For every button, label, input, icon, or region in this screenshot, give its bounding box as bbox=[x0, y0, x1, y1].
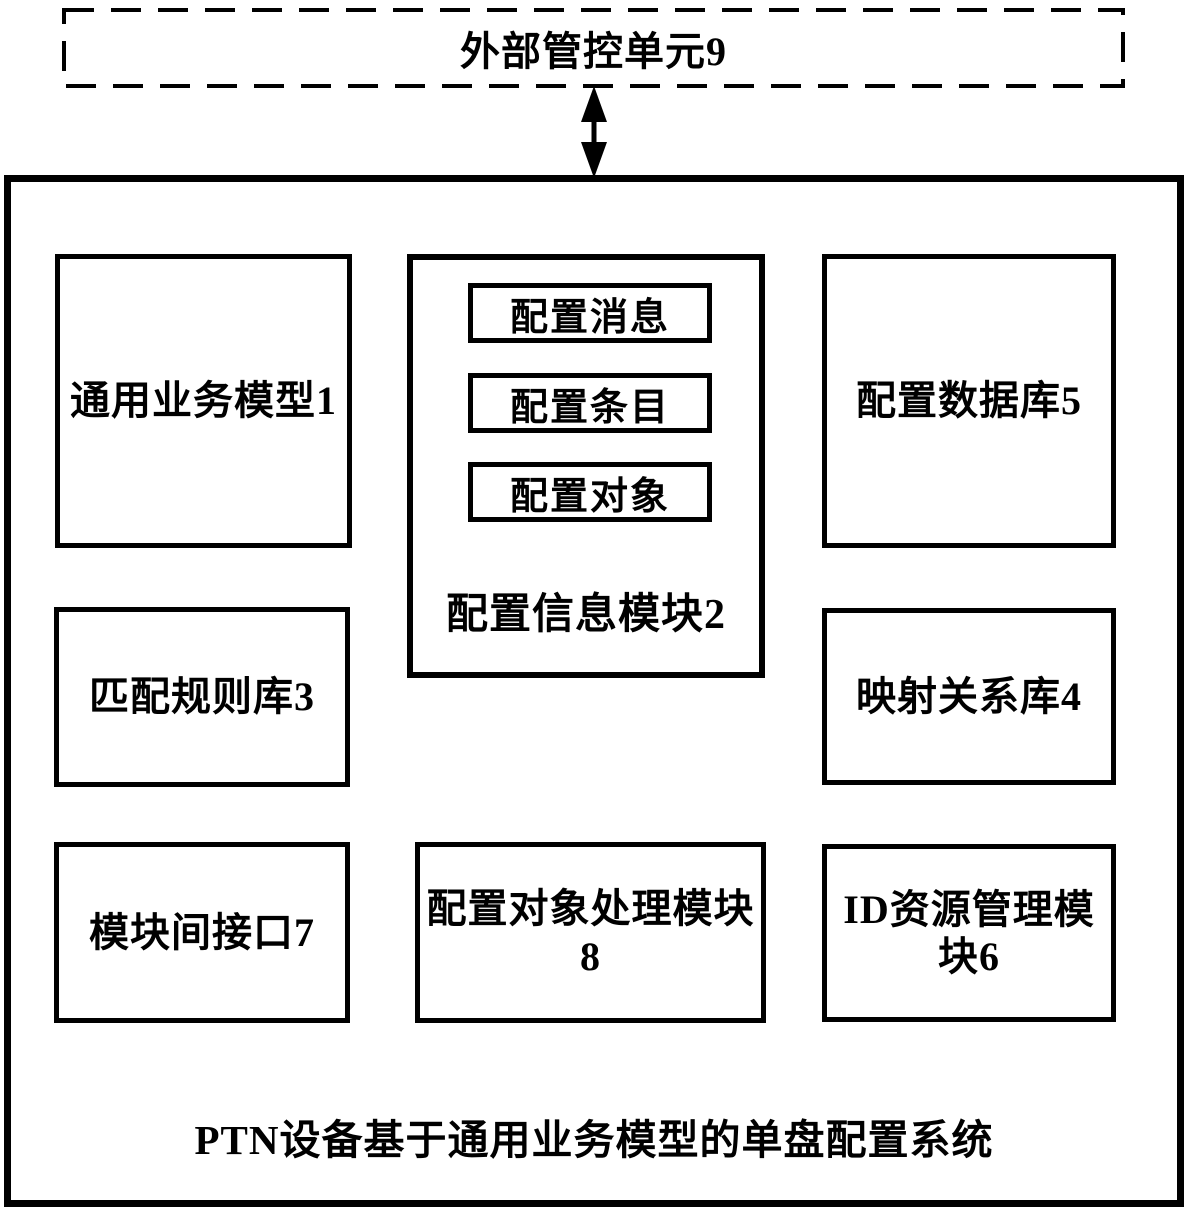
bidirectional-arrow-icon bbox=[581, 86, 607, 178]
config-entry-box: 配置条目 bbox=[468, 373, 712, 433]
external-control-unit-label: 外部管控单元9 bbox=[460, 29, 727, 74]
id-resource-management-module-label: ID资源管理模 块6 bbox=[843, 886, 1095, 979]
config-message-box: 配置消息 bbox=[468, 283, 712, 343]
system-box bbox=[4, 175, 1184, 1207]
id-resource-management-module-box: ID资源管理模 块6 bbox=[822, 844, 1116, 1022]
config-info-module-label: 配置信息模块2 bbox=[445, 592, 726, 638]
config-entry-label: 配置条目 bbox=[509, 386, 670, 429]
config-info-module-box: 配置消息 配置条目 配置对象 配置信息模块2 bbox=[407, 254, 765, 678]
config-message-label: 配置消息 bbox=[509, 296, 670, 339]
config-object-processing-module-box: 配置对象处理模块 8 bbox=[415, 842, 766, 1023]
system-title: PTN设备基于通用业务模型的单盘配置系统 bbox=[194, 1117, 994, 1163]
dashed-border bbox=[62, 8, 1125, 88]
external-control-unit-box: 外部管控单元9 bbox=[62, 8, 1125, 88]
config-object-box: 配置对象 bbox=[468, 462, 712, 522]
mapping-relation-library-label: 映射关系库4 bbox=[856, 673, 1082, 719]
inter-module-interface-label: 模块间接口7 bbox=[89, 909, 315, 955]
config-database-label: 配置数据库5 bbox=[856, 378, 1082, 424]
inter-module-interface-box: 模块间接口7 bbox=[54, 842, 350, 1023]
config-object-processing-module-label: 配置对象处理模块 8 bbox=[426, 886, 755, 979]
config-database-box: 配置数据库5 bbox=[822, 254, 1116, 548]
generic-service-model-box: 通用业务模型1 bbox=[55, 254, 352, 548]
match-rule-library-box: 匹配规则库3 bbox=[54, 607, 350, 787]
config-object-label: 配置对象 bbox=[509, 475, 670, 518]
mapping-relation-library-box: 映射关系库4 bbox=[822, 608, 1116, 785]
match-rule-library-label: 匹配规则库3 bbox=[89, 674, 315, 720]
generic-service-model-label: 通用业务模型1 bbox=[70, 378, 337, 424]
